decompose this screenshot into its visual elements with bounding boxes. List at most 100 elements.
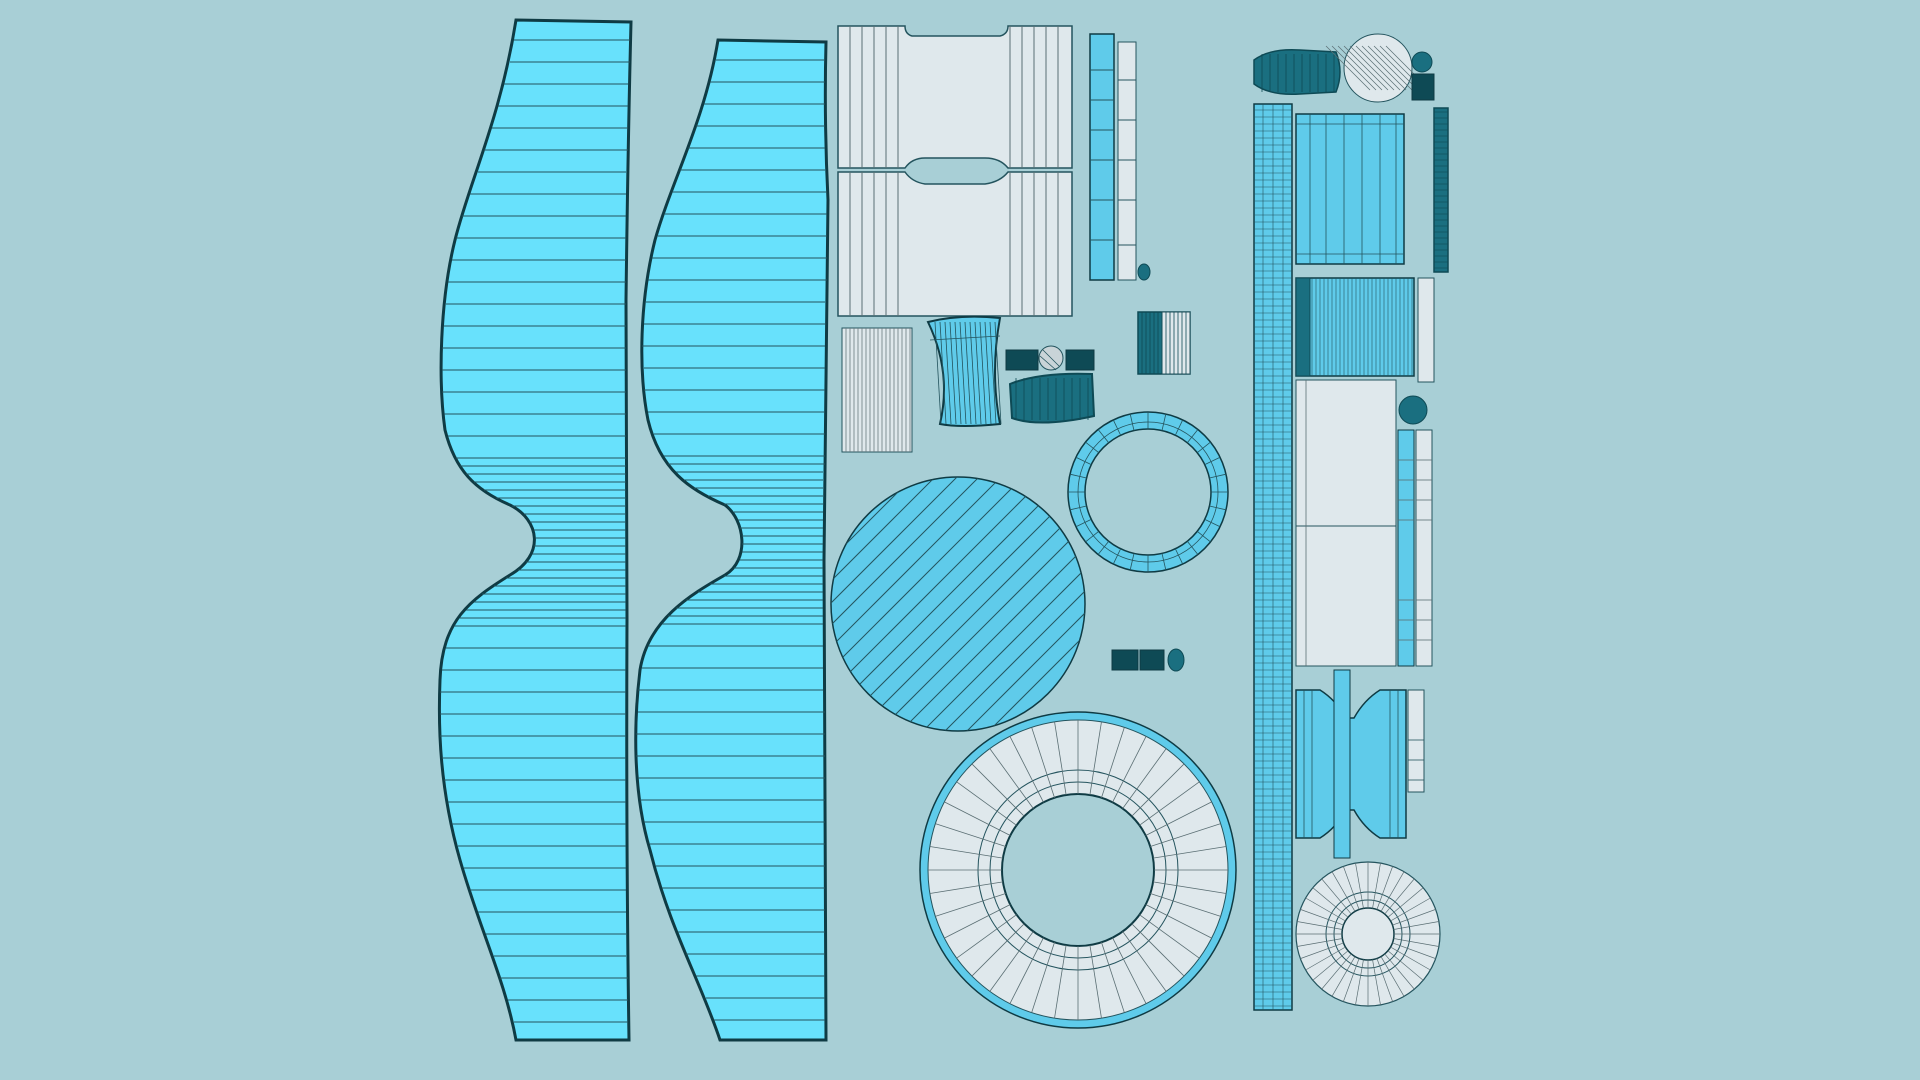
wire-edge bbox=[831, 477, 1059, 731]
bead-chain-island bbox=[1111, 648, 1185, 672]
wire-edge bbox=[1097, 541, 1110, 555]
wire-edge bbox=[1054, 721, 1067, 795]
wire-edge bbox=[1069, 473, 1087, 479]
wire-edge bbox=[1392, 909, 1436, 926]
wire-edge bbox=[1129, 553, 1135, 571]
white-panels-island bbox=[1295, 379, 1433, 667]
wire-edge bbox=[831, 477, 993, 731]
neck-band-lower-island bbox=[837, 171, 1073, 317]
wire-edge bbox=[1186, 429, 1199, 443]
wire-edge bbox=[1343, 866, 1360, 910]
wire-edge bbox=[1355, 959, 1364, 1005]
wire-edge bbox=[994, 321, 1002, 425]
wire-edge bbox=[984, 321, 992, 425]
wire-edge bbox=[1355, 45, 1401, 91]
top-right-pieces-island bbox=[1253, 33, 1435, 103]
neck-band-upper-island bbox=[837, 25, 1073, 169]
wire-edge bbox=[944, 801, 1011, 836]
wire-edge bbox=[1112, 548, 1122, 565]
wire-edge bbox=[1089, 721, 1102, 795]
wire-edge bbox=[935, 823, 1006, 847]
wire-edge bbox=[1204, 518, 1221, 528]
wire-edge bbox=[1122, 748, 1167, 809]
wire-edge bbox=[1112, 736, 1147, 803]
wire-edge bbox=[1097, 429, 1110, 443]
wire-edge bbox=[1305, 897, 1346, 922]
wire-edge bbox=[1373, 45, 1419, 91]
wire-edge bbox=[1197, 530, 1211, 543]
wire-edge bbox=[1145, 904, 1212, 939]
wire-edge bbox=[1390, 897, 1431, 922]
wire-edge bbox=[1112, 419, 1122, 436]
wire-edge bbox=[1349, 45, 1395, 91]
wire-edge bbox=[1321, 953, 1352, 990]
wire-edge bbox=[979, 321, 987, 425]
wire-edge bbox=[1129, 413, 1135, 431]
wire-edge bbox=[1392, 942, 1436, 959]
dark-cup-island bbox=[1008, 372, 1096, 424]
wire-edge bbox=[1204, 456, 1221, 466]
wire-edge bbox=[1085, 530, 1099, 543]
wire-edge bbox=[1101, 727, 1125, 798]
wire-edge bbox=[989, 748, 1034, 809]
wire-edge bbox=[831, 477, 949, 731]
wire-edge bbox=[831, 477, 927, 731]
wire-edge bbox=[1161, 553, 1167, 571]
wire-edge bbox=[1075, 518, 1092, 528]
wire-edge bbox=[1300, 942, 1344, 959]
wire-edge bbox=[929, 335, 1001, 341]
wire-edge bbox=[1186, 541, 1199, 555]
wire-edge bbox=[1031, 727, 1055, 798]
wire-edge bbox=[887, 477, 1085, 731]
vase-body-right-island bbox=[634, 38, 830, 1042]
wire-edge bbox=[1387, 950, 1424, 981]
wire-edge bbox=[1380, 871, 1405, 912]
wire-edge bbox=[1361, 45, 1407, 91]
wire-edge bbox=[1085, 441, 1099, 454]
wire-edge bbox=[954, 321, 962, 425]
wire-edge bbox=[944, 904, 1011, 939]
wire-edge bbox=[1054, 945, 1067, 1019]
wire-edge bbox=[1209, 505, 1227, 511]
wire-edge bbox=[1209, 473, 1227, 479]
wire-edge bbox=[989, 321, 997, 425]
wire-edge bbox=[1372, 863, 1381, 909]
wire-edge bbox=[1122, 931, 1167, 992]
wire-edge bbox=[929, 881, 1003, 894]
wire-edge bbox=[1031, 942, 1055, 1013]
wire-edge bbox=[1372, 959, 1381, 1005]
ring-large-island bbox=[919, 711, 1237, 1029]
thin-strip-island bbox=[1089, 33, 1151, 281]
wire-edge bbox=[831, 477, 1037, 731]
wire-edge bbox=[989, 931, 1034, 992]
wire-edge bbox=[1139, 914, 1200, 959]
wire-edge bbox=[953, 477, 1085, 731]
wire-edge bbox=[1343, 45, 1389, 91]
wire-edge bbox=[1325, 45, 1371, 91]
wire-edge bbox=[935, 893, 1006, 917]
vase-body-left-island bbox=[437, 18, 633, 1042]
small-barrel-island bbox=[926, 315, 1002, 427]
wire-edge bbox=[971, 923, 1025, 977]
wire-edge bbox=[1387, 887, 1424, 918]
wire-edge bbox=[969, 321, 977, 425]
wire-edge bbox=[974, 321, 982, 425]
wire-edge bbox=[1161, 413, 1167, 431]
wire-edge bbox=[1376, 958, 1393, 1002]
grid-patch-island bbox=[841, 327, 913, 453]
wire-edge bbox=[1150, 893, 1221, 917]
wire-edge bbox=[1393, 938, 1439, 947]
wire-edge bbox=[865, 477, 1085, 731]
wire-edge bbox=[1390, 946, 1431, 971]
wire-edge bbox=[1380, 956, 1405, 997]
wire-edge bbox=[1312, 950, 1349, 981]
wire-edge bbox=[831, 477, 971, 731]
spool-island bbox=[1295, 669, 1425, 859]
wire-edge bbox=[1075, 456, 1092, 466]
wire-edge bbox=[956, 781, 1017, 826]
wire-edge bbox=[1343, 958, 1360, 1002]
wire-edge bbox=[831, 477, 1015, 731]
wire-edge bbox=[971, 763, 1025, 817]
wire-edge bbox=[1131, 763, 1185, 817]
